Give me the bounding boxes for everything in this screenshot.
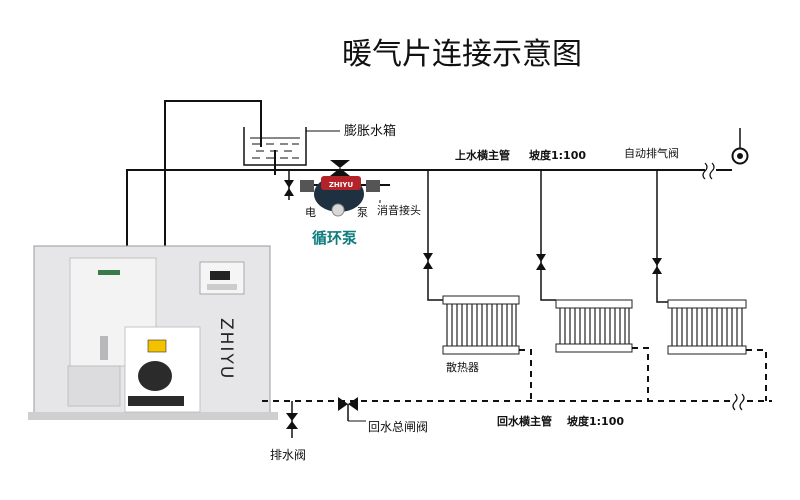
radiator-3 <box>667 299 747 355</box>
boiler-brand-text: ZHIYU <box>216 318 236 380</box>
pump-label-left: 电 <box>305 206 316 219</box>
expansion-tank <box>243 127 340 166</box>
auto-vent-label: 自动排气阀 <box>624 146 679 160</box>
drain-valve-icon <box>286 401 298 438</box>
supply-main-pipe <box>126 162 732 246</box>
return-break-mark <box>732 393 745 411</box>
drain-valve-label: 排水阀 <box>270 448 306 462</box>
pump-bypass-valve-icon <box>284 170 294 200</box>
return-pipes <box>262 347 772 402</box>
circulation-pump-label: 循环泵 <box>312 229 357 247</box>
return-slope-label: 坡度1:100 <box>567 414 624 428</box>
muffler-joint-label: 消音接头 <box>377 203 421 217</box>
expansion-pipe <box>164 100 276 246</box>
auto-vent-valve-icon <box>731 128 749 165</box>
radiator-2 <box>555 299 633 353</box>
return-main-label: 回水横主管 <box>497 414 552 428</box>
radiator-drop-pipes <box>427 170 668 303</box>
pump-label-right: 泵 <box>357 206 368 219</box>
circulation-pump-icon: ZHIYU <box>300 160 390 217</box>
expansion-tank-label: 膨胀水箱 <box>344 123 396 139</box>
boiler: ZHIYU <box>28 245 278 420</box>
supply-main-label: 上水横主管 <box>455 148 510 162</box>
pump-brand-text: ZHIYU <box>329 181 354 189</box>
return-valve-icon <box>338 397 366 422</box>
diagram-title: 暖气片连接示意图 <box>342 37 582 72</box>
return-valve-label: 回水总闸阀 <box>368 420 428 434</box>
radiator-1 <box>442 295 520 355</box>
radiator-label: 散热器 <box>446 360 479 374</box>
supply-slope-label: 坡度1:100 <box>529 148 586 162</box>
radiator-valve-icons <box>423 253 662 274</box>
